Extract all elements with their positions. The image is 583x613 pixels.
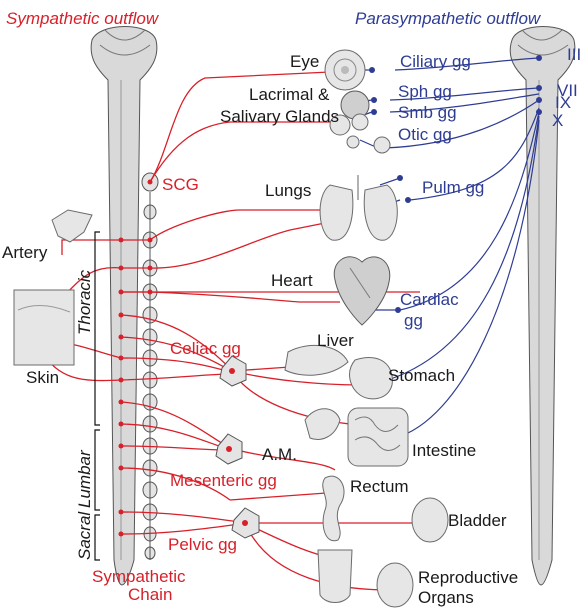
ciliary-ganglion-label: Ciliary gg xyxy=(400,52,471,71)
lacrimal-label-line2: Salivary Glands xyxy=(220,107,339,126)
thoracic-label: Thoracic xyxy=(75,269,94,335)
sympathetic-chain xyxy=(142,173,158,560)
artery-label: Artery xyxy=(2,243,48,262)
sympathetic-pathways xyxy=(40,72,430,590)
mesenteric-ganglion-label: Mesenteric gg xyxy=(170,471,277,490)
skin-label: Skin xyxy=(26,368,59,387)
mesenteric-ganglion xyxy=(216,434,242,464)
celiac-ganglion xyxy=(220,356,246,386)
pelvic-ganglion-label: Pelvic gg xyxy=(168,535,237,554)
sympathetic-chain-label-line1: Sympathetic xyxy=(92,567,186,586)
adrenal-organ xyxy=(305,409,340,440)
cardiac-ganglion-label-line1: Cardiac xyxy=(400,290,459,309)
sympathetic-outflow-header: Sympathetic outflow xyxy=(6,9,160,28)
heart-organ xyxy=(334,257,390,325)
rectum-organ xyxy=(323,476,344,541)
smb-ganglion-label: Smb gg xyxy=(398,103,457,122)
pulm-ganglion-label: Pulm gg xyxy=(422,178,484,197)
cranial-nerve-iii-label: III xyxy=(567,45,581,64)
adrenal-label: A.M. xyxy=(262,445,297,464)
celiac-ganglion-label: Celiac gg xyxy=(170,339,241,358)
reproductive-organ-1 xyxy=(318,550,352,603)
otic-ganglion-label: Otic gg xyxy=(398,125,452,144)
bladder-organ xyxy=(412,498,448,542)
stomach-organ xyxy=(350,358,393,399)
cranial-nerve-x-label: X xyxy=(552,111,563,130)
eye-label: Eye xyxy=(290,52,319,71)
reproductive-label-line2: Organs xyxy=(418,588,474,607)
artery-organ xyxy=(52,210,92,242)
bladder-label: Bladder xyxy=(448,511,507,530)
left-spinal-cord xyxy=(91,27,157,586)
pelvic-ganglion xyxy=(232,508,259,538)
lungs-label: Lungs xyxy=(265,181,311,200)
lacrimal-label-line1: Lacrimal & xyxy=(249,85,330,104)
cranial-nerve-ix-label: IX xyxy=(555,93,571,112)
reproductive-organ-2 xyxy=(377,563,413,607)
skin-organ xyxy=(14,290,74,365)
sympathetic-chain-label-line2: Chain xyxy=(128,585,172,604)
sacral-label: Sacral xyxy=(75,511,94,560)
intestine-label: Intestine xyxy=(412,441,476,460)
heart-label: Heart xyxy=(271,271,313,290)
lumbar-label: Lumbar xyxy=(75,449,94,508)
sph-ganglion-label: Sph gg xyxy=(398,82,452,101)
intestine-organ xyxy=(348,408,408,466)
stomach-label: Stomach xyxy=(388,366,455,385)
lungs-organ xyxy=(320,175,397,240)
cardiac-ganglion-label-line2: gg xyxy=(404,311,423,330)
eye-organ xyxy=(325,50,365,90)
scg-label: SCG xyxy=(162,175,199,194)
reproductive-label-line1: Reproductive xyxy=(418,568,518,587)
rectum-label: Rectum xyxy=(350,477,409,496)
parasympathetic-outflow-header: Parasympathetic outflow xyxy=(355,9,542,28)
liver-label: Liver xyxy=(317,331,354,350)
region-brackets xyxy=(95,232,100,560)
